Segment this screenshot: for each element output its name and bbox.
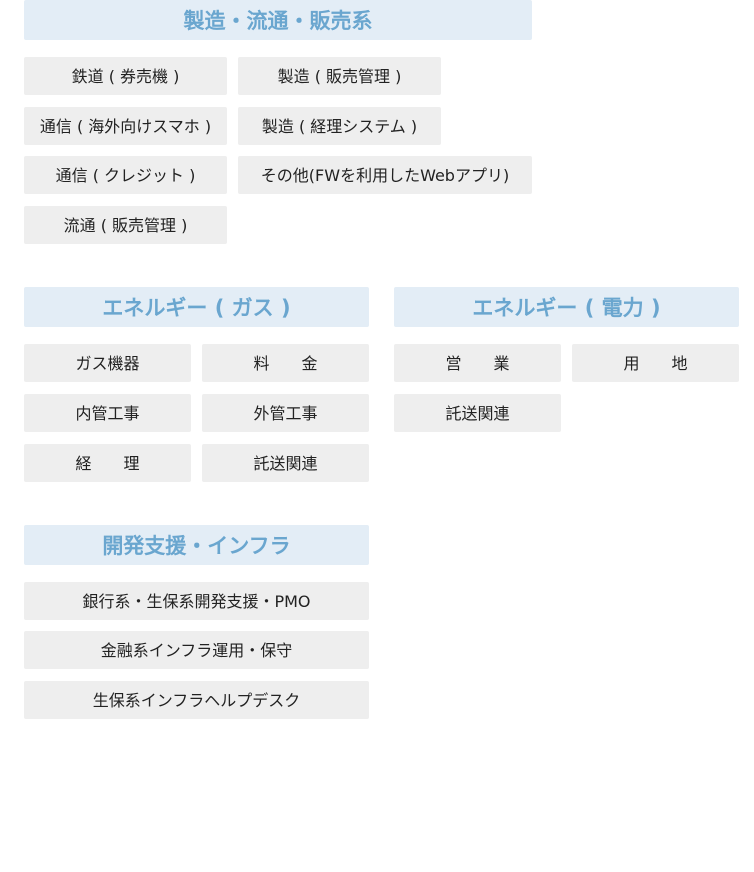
tag-gas-accounting[interactable]: 経 理	[24, 444, 191, 482]
section-header-power: エネルギー ( 電力 )	[394, 287, 739, 327]
tag-gas-fees[interactable]: 料 金	[202, 344, 369, 382]
tag-manufacturing-sales-management[interactable]: 製造 ( 販売管理 )	[238, 57, 441, 95]
tag-gas-consignment[interactable]: 託送関連	[202, 444, 369, 482]
tag-gas-external-pipe-work[interactable]: 外管工事	[202, 394, 369, 432]
section-header-gas: エネルギー ( ガス )	[24, 287, 369, 327]
tag-power-sales[interactable]: 営 業	[394, 344, 561, 382]
tag-telecom-overseas-smartphone[interactable]: 通信 ( 海外向けスマホ )	[24, 107, 227, 145]
tag-gas-appliances[interactable]: ガス機器	[24, 344, 191, 382]
tag-telecom-credit[interactable]: 通信 ( クレジット )	[24, 156, 227, 194]
tag-insurance-infra-helpdesk[interactable]: 生保系インフラヘルプデスク	[24, 681, 369, 719]
tag-finance-infra-operation[interactable]: 金融系インフラ運用・保守	[24, 631, 369, 669]
tag-manufacturing-accounting-system[interactable]: 製造 ( 経理システム )	[238, 107, 441, 145]
tag-railway-ticket-machine[interactable]: 鉄道 ( 券売機 )	[24, 57, 227, 95]
tag-other-fw-webapp[interactable]: その他(FWを利用したWebアプリ)	[238, 156, 532, 194]
tag-distribution-sales-management[interactable]: 流通 ( 販売管理 )	[24, 206, 227, 244]
section-header-dev-infra: 開発支援・インフラ	[24, 525, 369, 565]
tag-power-consignment[interactable]: 託送関連	[394, 394, 561, 432]
section-header-manufacturing: 製造・流通・販売系	[24, 0, 532, 40]
tag-gas-internal-pipe-work[interactable]: 内管工事	[24, 394, 191, 432]
tag-bank-insurance-dev-support-pmo[interactable]: 銀行系・生保系開発支援・PMO	[24, 582, 369, 620]
tag-power-land[interactable]: 用 地	[572, 344, 739, 382]
